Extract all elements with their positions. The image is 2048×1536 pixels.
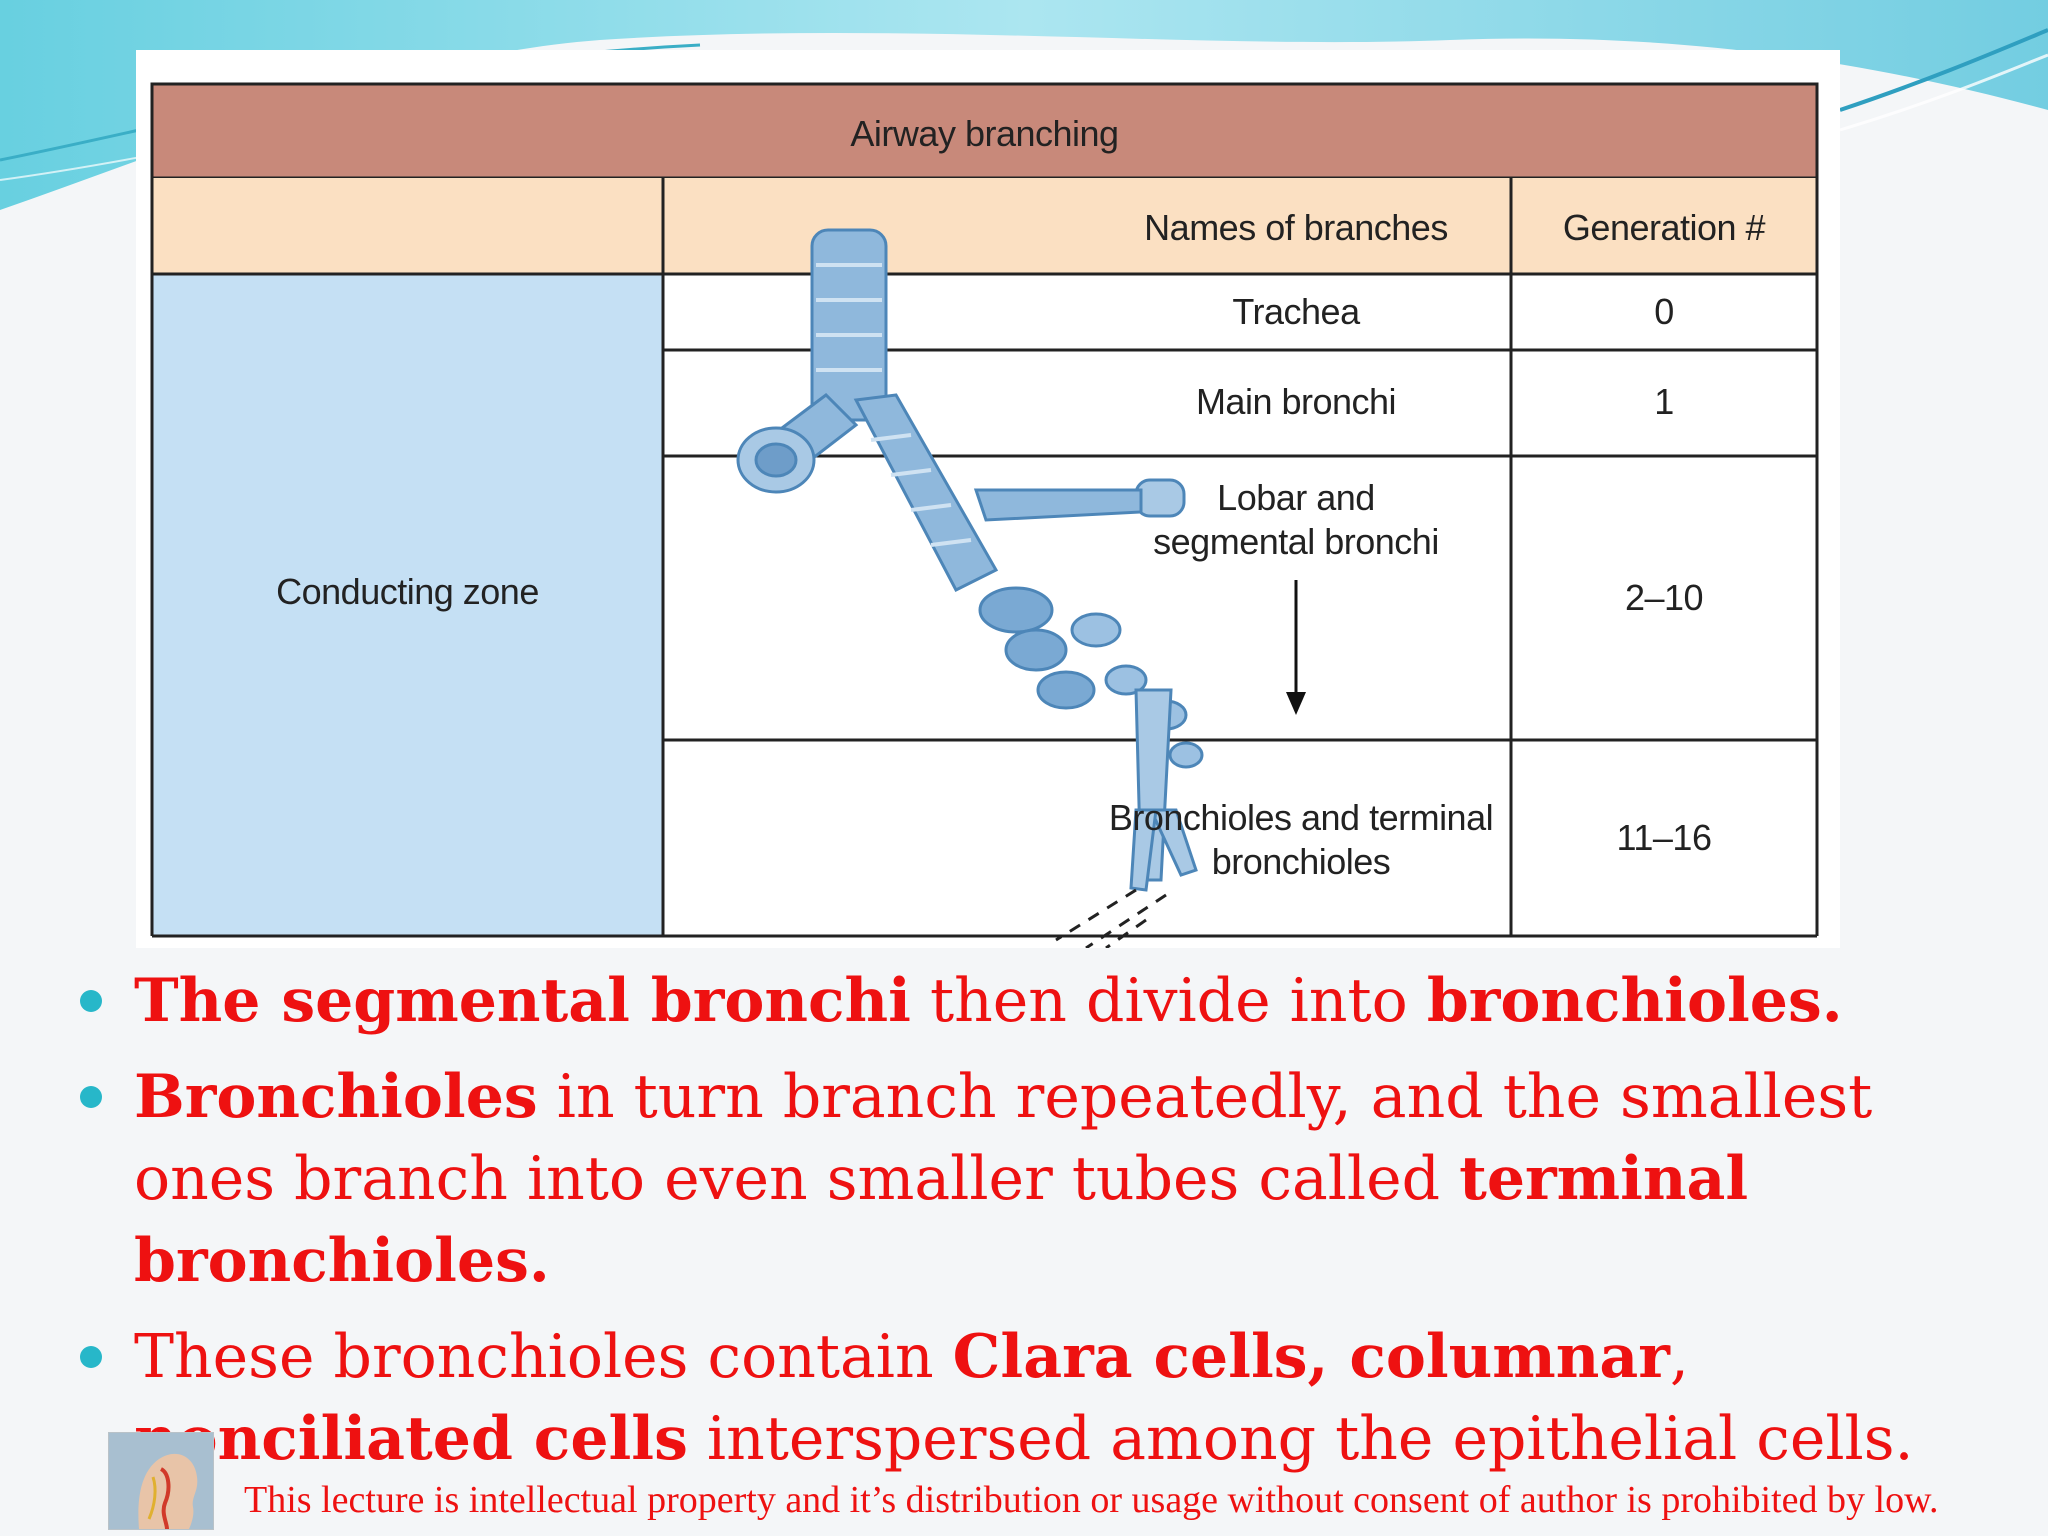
bullet-item: The segmental bronchi then divide into b… [80, 960, 2000, 1042]
bullet-dot-icon [80, 1346, 102, 1368]
conducting-zone-cell [152, 274, 663, 936]
table-title: Airway branching [850, 113, 1119, 154]
bullet-text: , [1669, 1322, 1689, 1392]
copyright-notice: This lecture is intellectual property an… [244, 1479, 1939, 1521]
bullet-item: Bronchioles in turn branch repeatedly, a… [80, 1056, 2000, 1302]
table-grid [150, 82, 1819, 948]
bold-term: bronchioles. [1426, 966, 1843, 1036]
bullet-text: in turn branch repeatedly, and the small… [134, 1062, 1873, 1214]
row-name-lobar-segmental: Lobar and segmental bronchi [1153, 477, 1439, 562]
bullet-dot-icon [80, 990, 102, 1012]
row-generation-bronchioles: 11–16 [1616, 817, 1712, 858]
airway-branching-figure: Airway branching Names of branches Gener… [136, 50, 1840, 948]
anatomy-head-icon [108, 1432, 214, 1530]
title-band [150, 82, 1819, 180]
bold-term: Bronchioles [134, 1062, 538, 1132]
row-generation-trachea: 0 [1654, 291, 1674, 332]
airway-tree-illustration [736, 228, 1204, 948]
bold-term: terminal bronchioles. [134, 1144, 1749, 1296]
header-band [152, 178, 1817, 274]
row-name-trachea: Trachea [1232, 291, 1360, 332]
bullet-text: These bronchioles contain [134, 1322, 953, 1392]
bullet-list: The segmental bronchi then divide into b… [80, 960, 2000, 1494]
bold-term: nonciliated cells [134, 1404, 688, 1474]
bullet-text: then divide into [910, 966, 1427, 1036]
bold-term: The segmental bronchi [134, 966, 911, 1036]
zone-label: Conducting zone [276, 571, 539, 612]
row-name-bronchioles: Bronchioles and terminal bronchioles [1108, 797, 1494, 882]
column-header-names: Names of branches [1144, 207, 1448, 248]
bullet-text: interspersed among the epithelial cells. [687, 1404, 1914, 1474]
row-generation-lobar-segmental: 2–10 [1624, 577, 1704, 618]
row-generation-main-bronchi: 1 [1654, 381, 1674, 422]
row-name-main-bronchi: Main bronchi [1195, 381, 1397, 422]
bold-term: Clara cells, columnar [952, 1322, 1670, 1392]
bullet-dot-icon [80, 1086, 102, 1108]
bullet-item: These bronchioles contain Clara cells, c… [80, 1316, 2000, 1480]
column-header-generation: Generation # [1562, 207, 1766, 248]
